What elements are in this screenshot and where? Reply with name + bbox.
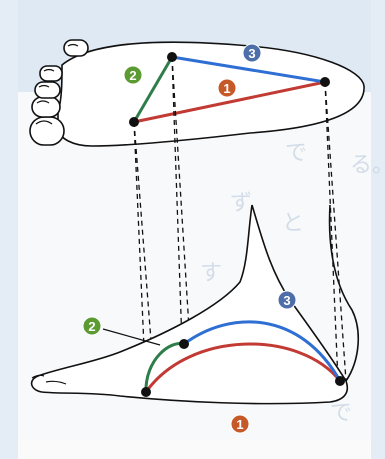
side-point-heel xyxy=(141,387,151,397)
badge-2-number: 2 xyxy=(129,68,136,83)
toe-3 xyxy=(35,82,60,98)
bg-text-2: と xyxy=(282,211,304,236)
top-badge-2: 2 xyxy=(124,66,142,84)
side-badge-3: 3 xyxy=(278,291,296,309)
badge-1-number: 1 xyxy=(223,81,230,96)
bg-text-4: す xyxy=(200,261,222,286)
side-badge-2-number: 2 xyxy=(88,319,95,334)
top-badge-3: 3 xyxy=(243,44,261,62)
toe-5 xyxy=(64,40,88,56)
side-point-lateral xyxy=(335,376,345,386)
side-point-medial xyxy=(179,339,189,349)
toe-2 xyxy=(32,97,60,117)
toe-4 xyxy=(40,66,62,81)
side-frame-right xyxy=(371,0,385,459)
bg-text-5: で xyxy=(330,401,352,426)
side-frame-left xyxy=(0,0,18,459)
top-badge-1: 1 xyxy=(218,79,236,97)
bg-text-3: ず xyxy=(230,191,252,216)
bg-text-1: で xyxy=(285,141,307,166)
badge-3-number: 3 xyxy=(248,46,255,61)
side-badge-1-number: 1 xyxy=(236,417,243,432)
side-badge-1: 1 xyxy=(231,415,249,433)
side-badge-2: 2 xyxy=(83,317,101,335)
side-badge-3-number: 3 xyxy=(283,293,290,308)
bg-text-0: る。 xyxy=(350,153,385,178)
